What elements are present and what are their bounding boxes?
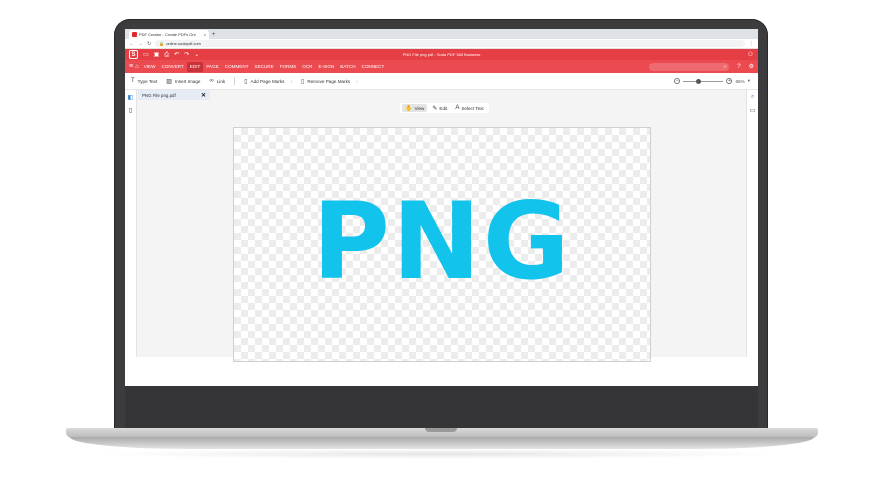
menu-convert[interactable]: CONVERT [161, 64, 184, 69]
zoom-slider[interactable] [683, 78, 724, 84]
browser-tab-title: PDF Creator - Create PDFs Onl [139, 32, 196, 37]
window-title: PNG File png.pdf - Soda PDF 360 Business [402, 52, 481, 57]
menu-view[interactable]: VIEW [143, 64, 156, 69]
menu-esign[interactable]: E-SIGN [318, 64, 335, 69]
browser-tabstrip: PDF Creator - Create PDFs Onl × + [125, 29, 758, 39]
select-text-icon: A [455, 105, 460, 111]
laptop-notch [425, 428, 457, 432]
link-button[interactable]: ∞ Link [209, 78, 225, 84]
edit-toolbar: T Type Text ▨ Insert Image ∞ Link ▯ Add … [125, 73, 758, 90]
type-text-icon: T [131, 78, 135, 84]
save-icon[interactable]: ▣ [153, 51, 160, 58]
add-page-marks-label: Add Page Marks [250, 78, 285, 84]
hamburger-menu-icon[interactable]: ≡ [129, 63, 134, 70]
new-tab-icon[interactable]: + [212, 32, 216, 38]
laptop-bezel-bottom [125, 386, 758, 428]
right-panel-rail: ⌕ ▭ [746, 90, 758, 357]
left-panel-rail: ◧ ▯ [125, 90, 137, 357]
add-page-marks-button[interactable]: ▯ Add Page Marks › [244, 78, 292, 85]
soda-logo[interactable]: S [129, 50, 138, 59]
soda-favicon-icon [132, 32, 137, 37]
chevron-down-icon[interactable]: ▾ [747, 78, 750, 83]
zoom-level[interactable]: 66% [735, 78, 745, 84]
zoom-controls: − + 66% ▾ [674, 78, 750, 84]
bookmarks-panel-icon[interactable]: ▯ [128, 108, 133, 114]
open-folder-icon[interactable]: ▭ [143, 51, 149, 58]
back-icon[interactable]: ← [129, 40, 134, 47]
view-mode-button[interactable]: ✋ View [402, 104, 428, 112]
zoom-out-icon[interactable]: − [674, 78, 681, 84]
image-icon: ▨ [166, 78, 172, 85]
document-tab[interactable]: PNG File png.pdf ✕ [138, 90, 210, 100]
laptop-base [66, 428, 818, 438]
laptop-base-lower [70, 437, 814, 449]
menu-page[interactable]: PAGE [206, 64, 219, 69]
insert-image-button[interactable]: ▨ Insert Image [166, 78, 200, 85]
browser-tab[interactable]: PDF Creator - Create PDFs Onl × [129, 30, 209, 39]
menu-batch[interactable]: BATCH [340, 64, 356, 69]
document-tab-title: PNG File png.pdf [142, 92, 176, 98]
edit-mode-button[interactable]: ✎ Edit [429, 104, 450, 112]
menu-edit[interactable]: EDIT [186, 61, 204, 72]
view-mode-label: View [414, 105, 425, 111]
chevron-down-icon[interactable]: ⌄ [194, 51, 200, 58]
insert-image-label: Insert Image [174, 78, 201, 84]
settings-gear-icon[interactable]: ⚙ [748, 64, 754, 70]
print-icon[interactable]: ⎙ [164, 51, 170, 58]
browser-address-bar: ← → ↻ 🔒 online.sodapdf.com ⋮ [125, 39, 758, 49]
type-text-label: Type Text [137, 78, 158, 84]
link-label: Link [216, 78, 226, 84]
mode-switcher: ✋ View ✎ Edit A Select Text [400, 103, 489, 113]
menu-comment[interactable]: COMMENT [224, 64, 249, 69]
type-text-button[interactable]: T Type Text [131, 78, 157, 84]
main-menu-bar: ≡ ⌂ VIEW CONVERT EDIT PAGE COMMENT SECUR… [125, 60, 758, 73]
reload-icon[interactable]: ↻ [147, 40, 152, 47]
undo-icon[interactable]: ↶ [174, 51, 180, 58]
home-icon[interactable]: ⌂ [135, 63, 139, 70]
help-icon[interactable]: ? [737, 63, 741, 70]
panel-toggle-icon[interactable]: ▭ [749, 108, 756, 114]
remove-page-marks-label: Remove Page Marks [307, 78, 351, 84]
remove-page-marks-button[interactable]: ▯ Remove Page Marks › [301, 78, 358, 85]
close-document-icon[interactable]: ✕ [200, 92, 206, 99]
pdf-page: PNG [233, 127, 651, 362]
select-text-label: Select Text [461, 105, 484, 111]
menu-forms[interactable]: FORMS [279, 64, 297, 69]
remove-page-marks-icon: ▯ [301, 78, 305, 85]
add-page-marks-icon: ▯ [244, 78, 248, 85]
menu-ocr[interactable]: OCR [302, 64, 313, 69]
link-icon: ∞ [209, 78, 214, 84]
laptop-shadow [90, 449, 790, 459]
url-field[interactable]: 🔒 online.sodapdf.com [155, 40, 745, 47]
user-account-icon[interactable]: ⚇ [747, 52, 753, 58]
lock-icon: 🔒 [159, 41, 165, 46]
browser-menu-icon[interactable]: ⋮ [749, 40, 754, 47]
thumbnails-panel-icon[interactable]: ◧ [127, 95, 134, 101]
screen: PDF Creator - Create PDFs Onl × + ← → ↻ … [125, 29, 758, 386]
app-title-bar: S ▭ ▣ ⎙ ↶ ↷ ⌄ PNG File png.pdf - Soda PD… [125, 49, 758, 60]
document-workspace: ◧ ▯ PNG File png.pdf ✕ ✋ View ✎ Edit A S… [125, 90, 758, 362]
menu-secure[interactable]: SECURE [254, 64, 274, 69]
chevron-right-icon: › [356, 78, 358, 84]
app-search-input[interactable]: ○ [649, 62, 730, 71]
search-icon: ○ [723, 63, 727, 70]
zoom-in-icon[interactable]: + [726, 78, 733, 84]
forward-icon[interactable]: → [138, 40, 143, 47]
hand-icon: ✋ [405, 105, 413, 112]
pencil-icon: ✎ [432, 105, 438, 112]
url-text: online.sodapdf.com [166, 41, 201, 46]
close-tab-icon[interactable]: × [203, 32, 206, 37]
toolbar-divider [234, 77, 236, 85]
select-text-mode-button[interactable]: A Select Text [452, 104, 486, 112]
edit-mode-label: Edit [439, 105, 448, 111]
search-icon[interactable]: ⌕ [750, 94, 755, 100]
page-content-text: PNG [312, 179, 572, 303]
chevron-right-icon: › [290, 78, 292, 84]
zoom-slider-handle[interactable] [696, 78, 702, 84]
menu-connect[interactable]: CONNECT [361, 64, 385, 69]
redo-icon[interactable]: ↷ [184, 51, 190, 58]
